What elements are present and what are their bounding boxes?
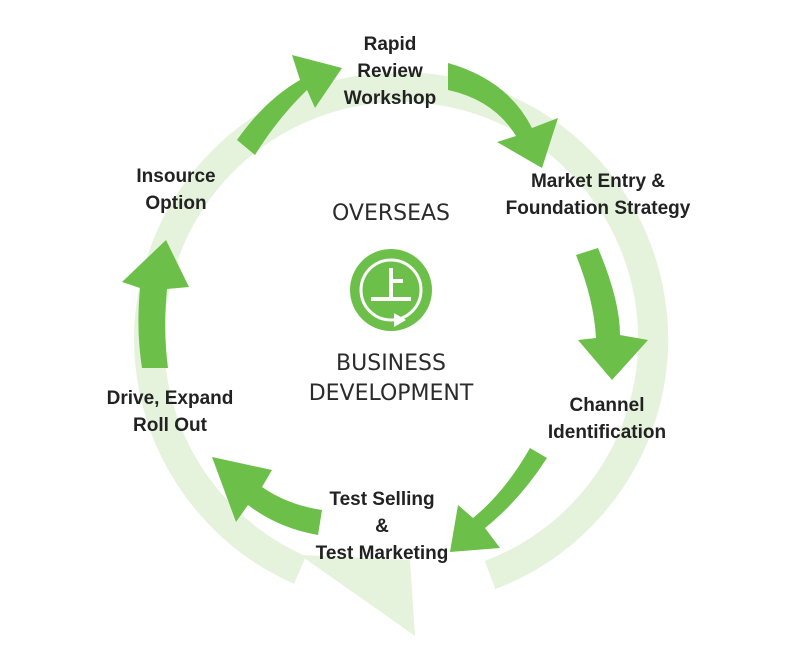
background-ring (134, 72, 669, 590)
step-label-line: Identification (547, 422, 667, 443)
step-label-line: Market Entry & (530, 171, 666, 192)
background-ring-tail (300, 555, 415, 636)
arrow-to-rapid-review (237, 55, 342, 155)
arrow-to-channel-identification (576, 248, 648, 380)
step-drive-expand-roll-out: Drive, Expand Roll Out (88, 385, 252, 439)
step-label-line: Channel (569, 395, 645, 416)
step-label-line: & (375, 516, 389, 537)
center-title-top-text: OVERSEAS (331, 201, 451, 226)
center-title-bottom: BUSINESS DEVELOPMENT (276, 349, 506, 409)
step-label-line: Roll Out (133, 415, 207, 436)
step-test-selling-test-marketing: Test Selling & Test Marketing (300, 486, 464, 567)
step-label-line: Insource (136, 166, 216, 187)
step-label-line: Option (145, 193, 207, 214)
arrow-to-drive-expand (212, 457, 322, 535)
step-market-entry-foundation-strategy: Market Entry & Foundation Strategy (490, 168, 706, 222)
step-channel-identification: Channel Identification (537, 392, 677, 446)
step-label-line: Rapid (363, 34, 417, 55)
arrow-to-test-selling (450, 448, 547, 552)
arrow-to-insource-option (122, 240, 189, 368)
step-insource-option: Insource Option (116, 163, 236, 217)
step-rapid-review-workshop: Rapid Review Workshop (330, 31, 450, 112)
step-label-line: Review (357, 61, 423, 82)
cycle-arrows (122, 55, 648, 552)
center-title-top: OVERSEAS (296, 199, 486, 229)
overseas-business-logo-icon (350, 249, 432, 331)
arrow-to-market-entry (448, 63, 558, 168)
center-title-bottom-line2: DEVELOPMENT (308, 381, 474, 406)
step-label-line: Workshop (343, 88, 437, 109)
step-label-line: Foundation Strategy (505, 198, 691, 219)
center-title-bottom-line1: BUSINESS (336, 351, 446, 376)
step-label-line: Drive, Expand (106, 388, 234, 409)
step-label-line: Test Marketing (315, 543, 449, 564)
step-label-line: Test Selling (329, 489, 435, 510)
